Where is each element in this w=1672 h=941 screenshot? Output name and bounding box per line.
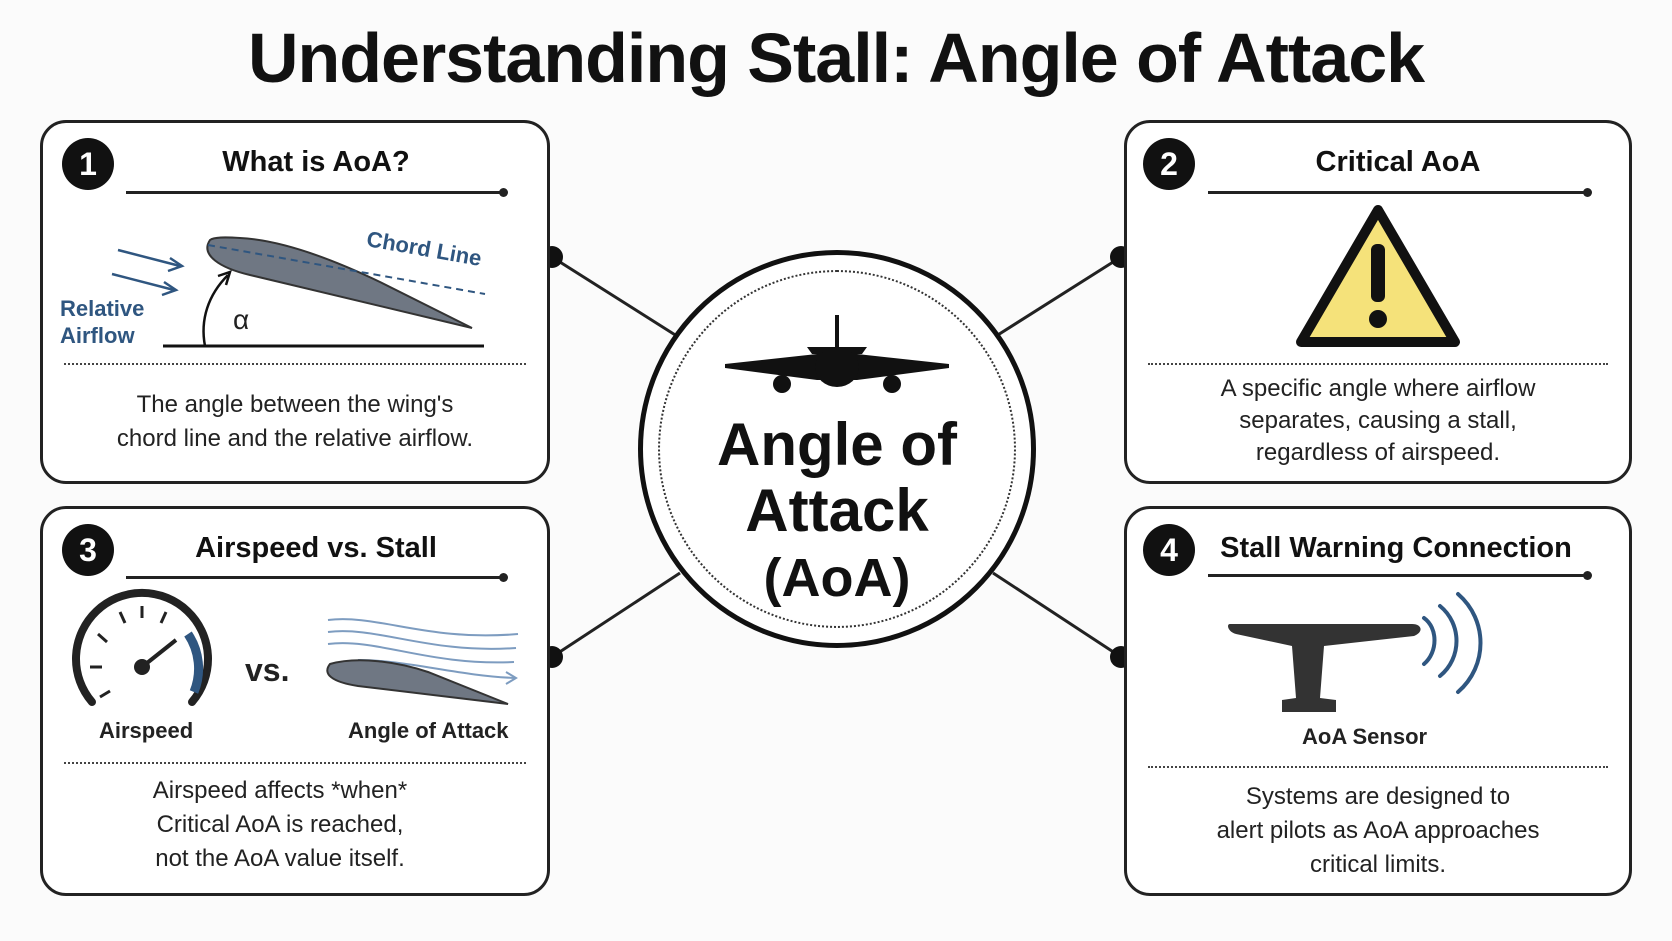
airfoil-airflow-icon [326,618,519,705]
panel-what-is-aoa [40,120,550,484]
relative-airflow-label-2: Airflow [60,323,135,348]
center-title-line1: Angle of [717,411,957,478]
panel-title-4: Stall Warning Connection [1220,532,1572,564]
aoa-sensor-icon [1228,592,1483,712]
center-hub-inner-ring [658,270,1016,628]
panel-desc-2c: regardless of airspeed. [1255,439,1501,466]
panel-underline-4 [1208,571,1592,580]
panel-title-2: Critical AoA [1315,146,1481,178]
panel-desc-4c: critical limits. [1310,851,1446,878]
alpha-symbol: α [233,304,250,335]
panel-title-1: What is AoA? [222,146,410,178]
panel-underline-3 [126,573,508,582]
panel-desc-3c: not the AoA value itself. [155,845,405,872]
panel-stall-warning-connection [1124,506,1632,896]
panel-desc-3a: Airspeed affects *when* [152,777,408,804]
panel-desc-1a: The angle between the wing's [136,391,454,418]
center-title-line2: Attack [745,477,929,544]
panel-desc-3b: Critical AoA is reached, [156,811,404,838]
panel-number-2: 2 [1143,138,1195,190]
vs-label: vs. [245,652,290,688]
panel-desc-4a: Systems are designed to [1245,783,1511,810]
panel-divider-4 [1148,766,1608,768]
angle-of-attack-label: Angle of Attack [348,718,509,743]
warning-triangle-icon [1296,205,1460,347]
panel-number-4: 4 [1143,524,1195,576]
panel-airspeed-vs-stall [40,506,550,896]
airfoil-diagram [111,236,486,348]
center-title-line3: (AoA) [763,548,911,608]
airplane-icon [725,315,949,393]
panel-number-1: 1 [62,138,114,190]
panel-desc-2a: A specific angle where airflow [1220,375,1536,402]
airspeed-label: Airspeed [99,718,194,743]
airspeed-gauge-icon [72,589,212,706]
panel-desc-4b: alert pilots as AoA approaches [1216,817,1540,844]
panel-divider-3 [64,762,526,764]
panel-divider-1 [64,363,526,365]
aoa-sensor-label: AoA Sensor [1302,724,1428,749]
panel-underline-1 [126,188,508,197]
panel-divider-2 [1148,363,1608,365]
page-title: Understanding Stall: Angle of Attack [247,19,1425,97]
panel-desc-2b: separates, causing a stall, [1239,407,1517,434]
panel-title-3: Airspeed vs. Stall [195,532,437,564]
panel-number-3: 3 [62,524,114,576]
center-hub [638,250,1036,648]
panel-underline-2 [1208,188,1592,197]
relative-airflow-label-1: Relative [60,296,145,321]
panel-desc-1b: chord line and the relative airflow. [116,425,474,452]
